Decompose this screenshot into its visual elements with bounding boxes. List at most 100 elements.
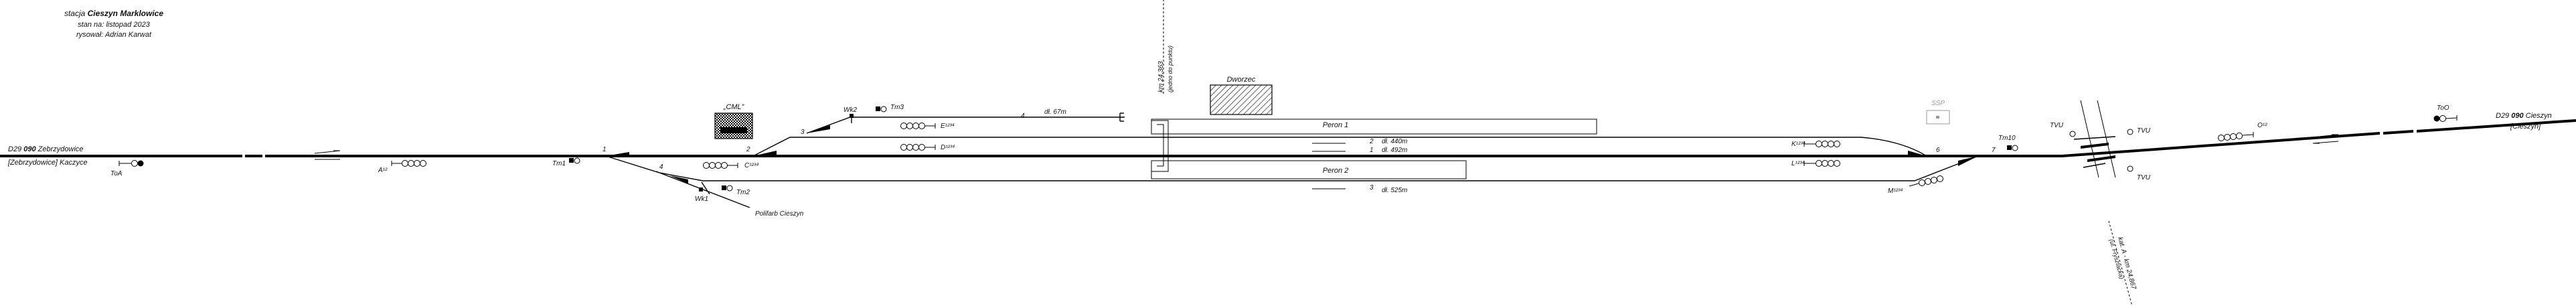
- signals: ToA A¹² Tm1 C¹²³⁴: [110, 104, 2458, 203]
- signal-a-label: A¹²: [378, 167, 388, 174]
- signal-l-label: L¹²³⁴: [1791, 160, 1805, 167]
- cml-building-label: „CML”: [723, 103, 745, 111]
- track-1-number: 1: [1370, 147, 1374, 154]
- track-4-number: 4: [1021, 112, 1025, 120]
- direction-arrow-west-upper: [314, 150, 341, 154]
- platform-2: [1151, 160, 1467, 179]
- signal-toa-label: ToA: [110, 170, 123, 177]
- switch-3-label: 3: [801, 129, 805, 136]
- signal-too-label: ToO: [2437, 104, 2449, 112]
- signal-wk2-label: Wk2: [843, 106, 857, 114]
- switches: 1 2 3 4 6 7: [602, 125, 1996, 183]
- track-3-length: dł. 525m: [1382, 187, 1407, 194]
- platforms: Peron 1 Peron 2: [1151, 119, 1597, 179]
- signal-tm3: Tm3: [876, 104, 904, 112]
- switch-6: [1908, 151, 1927, 156]
- signal-tm2: Tm2: [722, 185, 750, 196]
- switch-2: [753, 151, 777, 156]
- signal-k-label: K¹²³⁴: [1791, 141, 1805, 148]
- signal-tm10-label: Tm10: [1998, 135, 2016, 142]
- ssp-building: [1926, 110, 1950, 125]
- signal-l: L¹²³⁴: [1791, 160, 1840, 167]
- track-3: [605, 155, 1979, 181]
- switch-7-label: 7: [1992, 147, 1996, 154]
- platform-1: [1151, 119, 1597, 135]
- direction-arrow-east-lower: [2312, 141, 2339, 144]
- signal-m: M¹²³⁴: [1888, 175, 1943, 195]
- km-north-sub: (jedno do punktu): [1167, 46, 1174, 92]
- track-2-number: 2: [1369, 138, 1374, 145]
- sidings: Polifarb Cieszyn: [755, 210, 804, 218]
- signal-m-label: M¹²³⁴: [1888, 187, 1903, 195]
- cml-building: [714, 112, 753, 139]
- signal-c: C¹²³⁴: [703, 162, 759, 169]
- signal-e-label: E¹²³⁴: [941, 123, 955, 130]
- switch-6-label: 6: [1936, 147, 1940, 154]
- signal-a: A¹²: [378, 160, 426, 174]
- east-line-label: D29 090 Cieszyn [Cieszyn]: [2496, 112, 2552, 131]
- status-date: stan na: listopad 2023: [78, 21, 151, 29]
- track-1-length: dł. 492m: [1382, 147, 1407, 154]
- track-2: [752, 137, 1927, 157]
- signal-e: E¹²³⁴: [900, 123, 955, 130]
- buildings: Dworzec „CML” SSP: [714, 76, 1950, 139]
- track-3-number: 3: [1370, 184, 1374, 192]
- switch-4: [669, 175, 688, 183]
- platform-1-label: Peron 1: [1323, 121, 1349, 129]
- west-station-name: [Zebrzydowice] Kaczyce: [7, 159, 88, 167]
- signal-wk1-label: Wk1: [695, 196, 708, 203]
- signal-tm1-label: Tm1: [552, 160, 566, 167]
- km-north-label: km 24,363: [1157, 61, 1165, 92]
- switch-1: [606, 152, 629, 157]
- signal-d: D¹²³⁴: [900, 144, 955, 151]
- signal-o: O¹²: [2218, 122, 2267, 141]
- ssp-building-label: SSP: [1931, 100, 1945, 107]
- west-line-label: D29 090 Zebrzydowice [Zebrzydowice] Kacz…: [7, 145, 88, 167]
- track-2-length: dł. 440m: [1382, 138, 1407, 145]
- signal-toa: ToA: [110, 160, 144, 177]
- level-crossing: [2073, 100, 2116, 178]
- signal-tvu-2-label: TVU: [2137, 127, 2151, 135]
- switch-1-label: 1: [602, 146, 607, 153]
- polifarb-siding-label: Polifarb Cieszyn: [755, 210, 804, 218]
- signal-tm3-label: Tm3: [890, 104, 904, 111]
- direction-arrow-east-upper: [2312, 134, 2339, 138]
- west-line-name: D29 090 Zebrzydowice: [8, 145, 84, 153]
- signal-tm2-label: Tm2: [736, 189, 750, 196]
- station-building: [1210, 84, 1273, 115]
- signal-tvu-3: TVU: [2127, 165, 2151, 181]
- signal-tm10: Tm10: [1998, 135, 2018, 151]
- signal-too: ToO: [2433, 104, 2458, 122]
- station-crossing: [1151, 120, 1169, 172]
- km-markers: km 24,363 (jedno do punktu) kat. A - km …: [1157, 0, 2138, 306]
- signal-tvu-3-label: TVU: [2137, 174, 2151, 181]
- signal-k: K¹²³⁴: [1791, 141, 1840, 148]
- direction-arrows: [314, 134, 2339, 160]
- signal-tvu-1-label: TVU: [2050, 122, 2064, 129]
- switch-3: [807, 125, 830, 133]
- track-labels: 2 dł. 440m 1 dł. 492m 3 dł. 525m 4 dł. 6…: [1021, 108, 1407, 194]
- signal-tvu-1: TVU: [2050, 122, 2076, 137]
- station-title: stacja Cieszyn Marklowice: [64, 9, 163, 18]
- signal-tm1: Tm1: [552, 157, 580, 167]
- east-station-name: [Cieszyn]: [2510, 123, 2541, 131]
- main-line: [0, 119, 2576, 157]
- signal-tvu-2: TVU: [2127, 127, 2151, 135]
- author-credit: rysował: Adrian Karwat: [76, 31, 152, 39]
- signal-wk1: Wk1: [695, 181, 710, 203]
- station-tracks: [605, 112, 1979, 208]
- track-4: [806, 117, 1125, 134]
- platform-2-label: Peron 2: [1323, 167, 1349, 175]
- switch-2-label: 2: [746, 146, 750, 153]
- signal-wk2: Wk2: [843, 106, 857, 123]
- signal-d-label: D¹²³⁴: [941, 144, 955, 151]
- station-building-label: Dworzec: [1227, 76, 1256, 84]
- switch-4-label: 4: [659, 163, 663, 171]
- track-4-length: dł. 67m: [1044, 108, 1066, 116]
- signal-c-label: C¹²³⁴: [744, 162, 759, 169]
- diagram-header: stacja Cieszyn Marklowice stan na: listo…: [64, 9, 163, 39]
- signal-o-label: O¹²: [2257, 122, 2267, 129]
- east-line-name: D29 090 Cieszyn: [2496, 112, 2552, 120]
- switch-7: [1958, 156, 1978, 166]
